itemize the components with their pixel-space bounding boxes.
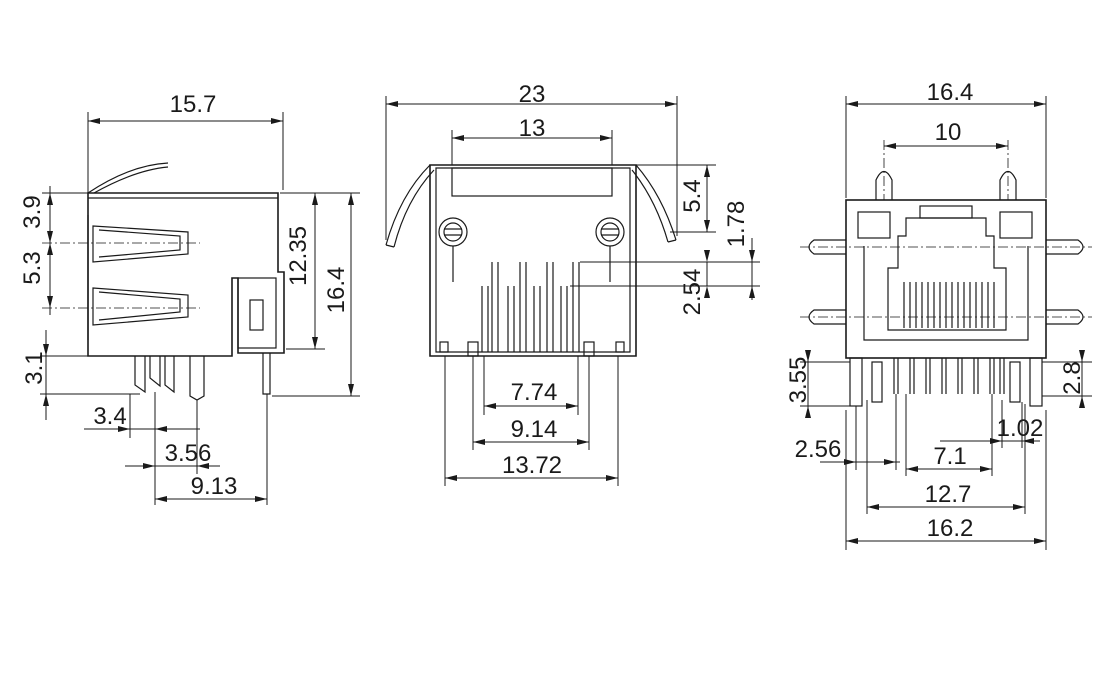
side-pin-offset-label: 3.4 xyxy=(93,403,126,430)
pcb-mount-holes-label: 12.7 xyxy=(925,481,972,508)
pcb-right-height-label: 2.8 xyxy=(1059,361,1086,394)
front-mount-span-label: 13.72 xyxy=(502,452,562,479)
pcb-overall-width-label: 16.4 xyxy=(927,79,974,106)
front-inner-width-label: 13 xyxy=(519,115,546,142)
pcb-pin-pitch-label: 1.02 xyxy=(997,415,1044,442)
front-top-gap-label: 5.4 xyxy=(679,179,706,212)
front-row-pitch-label: 1.78 xyxy=(723,201,750,248)
front-housing-span-label: 9.14 xyxy=(511,416,558,443)
side-width-label: 15.7 xyxy=(170,91,217,118)
front-contact-span-label: 7.74 xyxy=(511,379,558,406)
side-pin-length-label: 3.1 xyxy=(21,351,48,384)
side-view: 15.7 3.9 5.3 12.35 16.4 3.1 xyxy=(19,91,360,505)
side-pin-spacing-label: 3.56 xyxy=(165,440,212,467)
pcb-view: 16.4 10 3.55 2.8 1.02 2.56 xyxy=(785,79,1092,550)
pcb-post-spacing-label: 10 xyxy=(935,119,962,146)
pcb-row-span-label: 7.1 xyxy=(933,443,966,470)
side-port-pitch-label: 5.3 xyxy=(19,251,46,284)
side-body-height-label: 12.35 xyxy=(285,226,312,286)
pcb-left-height-label: 3.55 xyxy=(785,357,812,404)
side-pin-span-label: 9.13 xyxy=(191,473,238,500)
front-view: 23 13 5.4 1.78 2.54 7.74 xyxy=(385,81,760,486)
front-overall-width-label: 23 xyxy=(519,81,546,108)
side-top-offset-label: 3.9 xyxy=(19,195,46,228)
pcb-first-pin-offset-label: 2.56 xyxy=(795,436,842,463)
front-row-offset-label: 2.54 xyxy=(679,269,706,316)
pcb-total-width-label: 16.2 xyxy=(927,515,974,542)
side-total-height-label: 16.4 xyxy=(323,267,350,314)
